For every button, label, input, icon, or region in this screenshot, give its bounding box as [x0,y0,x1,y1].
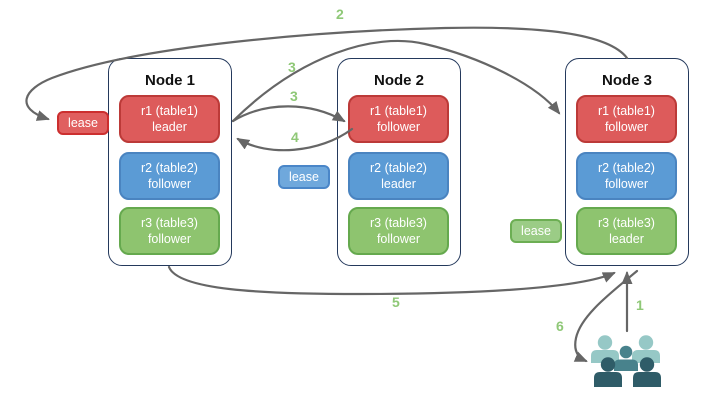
step-label-6: 6 [556,318,564,334]
node-3-title: Node 3 [601,72,652,89]
node3-replica-r3: r3 (table3) leader [576,207,677,255]
replica-role: leader [609,232,644,246]
node-3-box: Node 3 r1 (table1) follower r2 (table2) … [565,58,689,266]
node-1-title: Node 1 [144,72,195,89]
node3-replica-r2: r2 (table2) follower [576,152,677,200]
replica-role: follower [147,177,192,191]
node1-replica-r1: r1 (table1) leader [119,95,220,143]
node1-replica-r2: r2 (table2) follower [119,152,220,200]
replica-role: follower [147,232,192,246]
replica-name: r2 (table2) [370,160,427,175]
step-label-3b: 3 [290,88,298,104]
replica-role: follower [604,177,649,191]
node-2-box: Node 2 r1 (table1) follower r2 (table2) … [337,58,461,266]
node2-replica-r2: r2 (table2) leader [348,152,449,200]
step-label-1: 1 [636,297,644,313]
arrow-step-3-replicate-node2 [231,105,346,123]
replica-name: r3 (table3) [141,215,198,230]
replica-name: r3 (table3) [598,215,655,230]
step-label-4: 4 [291,129,299,145]
step-label-5: 5 [392,294,400,310]
replica-name: r1 (table1) [598,103,655,118]
node3-replica-r1: r1 (table1) follower [576,95,677,143]
replica-name: r2 (table2) [598,160,655,175]
step-label-3a: 3 [288,59,296,75]
node1-replica-r3: r3 (table3) follower [119,207,220,255]
replica-name: r2 (table2) [141,160,198,175]
arrow-step-6-response-to-user [573,269,639,363]
replica-name: r1 (table1) [370,103,427,118]
arrow-step-5-response-to-gateway [167,265,616,296]
replica-role: follower [376,120,421,134]
step-label-2: 2 [336,6,344,22]
replica-name: r1 (table1) [141,103,198,118]
users-icon [591,335,661,387]
node2-replica-r3: r3 (table3) follower [348,207,449,255]
replica-role: follower [604,120,649,134]
node-1-box: Node 1 r1 (table1) leader r2 (table2) fo… [108,58,232,266]
node-2-title: Node 2 [373,72,424,89]
replica-role: follower [376,232,421,246]
replica-role: leader [381,177,416,191]
lease-badge-r2: lease [278,165,330,189]
lease-badge-r1: lease [57,111,109,135]
node2-replica-r1: r1 (table1) follower [348,95,449,143]
lease-badge-r3: lease [510,219,562,243]
replica-name: r3 (table3) [370,215,427,230]
replica-role: leader [152,120,187,134]
